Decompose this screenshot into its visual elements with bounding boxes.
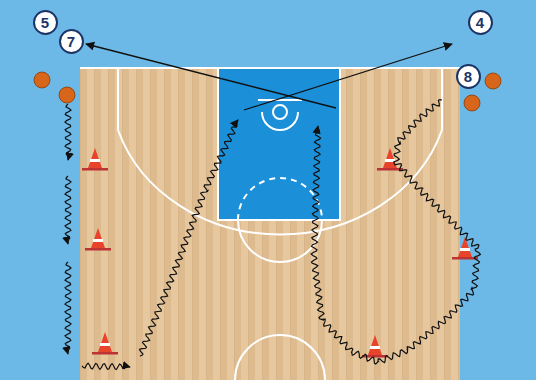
dribble-path (140, 120, 239, 356)
dribble-path (65, 104, 71, 160)
dribble-path (65, 262, 71, 354)
wood-floor (80, 68, 460, 380)
player-number: 5 (41, 15, 49, 30)
player-number: 7 (67, 34, 75, 49)
pass-lines (86, 44, 452, 110)
paint (218, 68, 340, 220)
player-circle: 5 (33, 10, 58, 35)
player-number: 8 (464, 69, 472, 84)
player-circle: 7 (59, 29, 84, 54)
player-circle: 4 (468, 10, 493, 35)
player-circle: 8 (456, 64, 481, 89)
balls (34, 72, 501, 111)
dribble-paths (65, 100, 480, 370)
cones (82, 148, 478, 358)
dribble-path (82, 363, 130, 369)
dribble-path (311, 100, 480, 364)
player-number: 4 (476, 15, 484, 30)
dribble-path (65, 176, 71, 244)
